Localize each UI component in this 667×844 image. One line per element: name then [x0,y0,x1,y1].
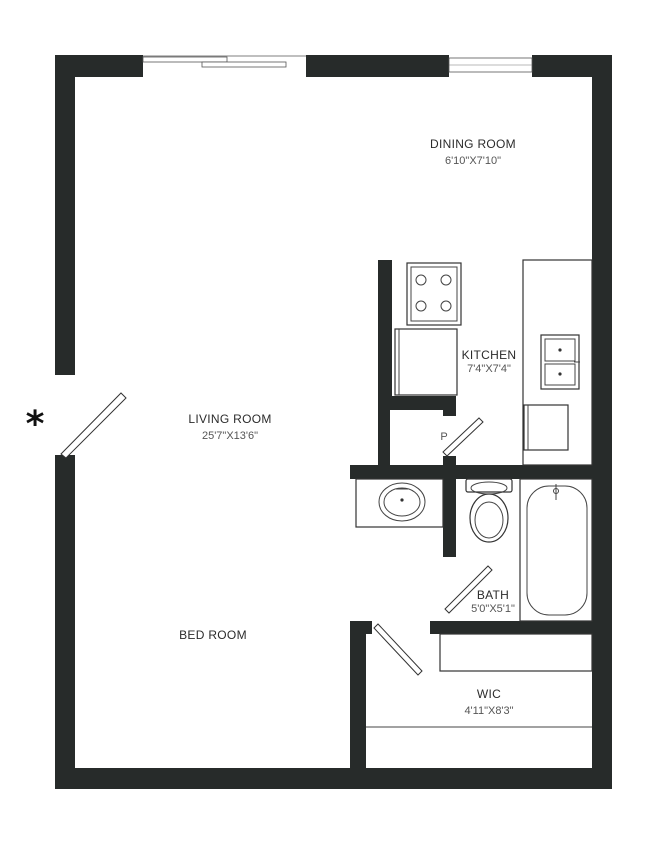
vanity-sink-icon [355,478,444,528]
bathtub-icon [519,478,593,622]
kitchen-sink-icon [540,334,580,390]
wic-shelf-upper [439,633,593,672]
sliding-door-panel-left [142,56,228,63]
windows [142,55,533,73]
wic-door [373,623,423,676]
wall-right [592,55,612,789]
bath-name: BATH [477,588,509,602]
dining-room-dims: 6'10"X7'10" [445,155,501,167]
bath-door [444,565,493,614]
kitchen-fixtures [390,259,593,466]
living-room-name: LIVING ROOM [188,412,271,426]
wall-left-upper [55,55,75,375]
wall-kitchen-left [378,260,390,472]
wall-bath-left [443,479,456,557]
pantry-label: P [440,431,447,443]
wall-left-lower [55,455,75,789]
exterior-walls [55,55,612,789]
dining-room-name: DINING ROOM [430,137,516,151]
pantry-door [442,417,484,457]
wall-pantry-right-top [443,396,456,416]
dishwasher-icon [523,404,569,451]
bath-dims: 5'0"X5'1" [471,603,515,615]
wic-name: WIC [477,687,501,701]
entry-door [60,392,127,459]
bath-fixtures [355,478,593,622]
wic-shelves [366,633,593,728]
kitchen-name: KITCHEN [462,348,517,362]
room-labels: * DINING ROOM 6'10"X7'10" KITCHEN 7'4"X7… [26,137,517,717]
kitchen-counter-left [390,260,392,396]
wall-pantry-top [390,396,456,410]
interior-walls [350,260,592,789]
sliding-door-panel-right [201,61,287,68]
doors [60,392,493,676]
bed-room-name: BED ROOM [179,628,247,642]
entrance-marker: * [26,404,45,445]
wic-dims: 4'11"X8'3" [464,705,513,717]
wall-bottom [55,768,612,789]
wall-top-left [55,55,143,77]
living-room-dims: 25'7"X13'6" [202,430,258,442]
wall-bath-top [350,465,592,479]
wall-top-middle [306,55,449,77]
stove-icon [406,262,462,326]
wall-wic-left [350,621,366,789]
refrigerator-icon [394,328,458,396]
toilet-icon [465,478,513,543]
kitchen-dims: 7'4"X7'4" [467,363,511,375]
wall-bath-bottom [430,621,592,634]
